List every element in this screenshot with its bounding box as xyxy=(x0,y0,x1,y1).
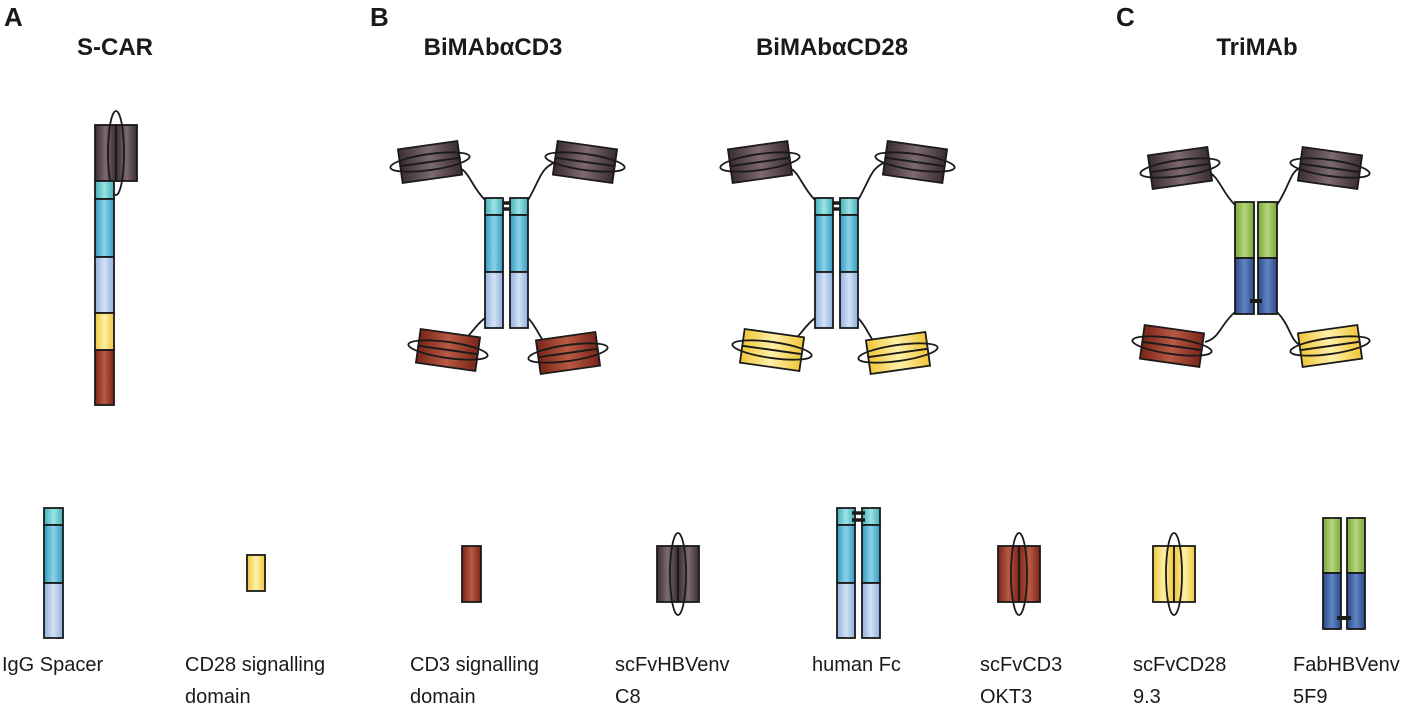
panel-b-letter: B xyxy=(370,2,389,32)
legend-label-scfv-hbv: scFvHBVenv C8 xyxy=(615,649,729,713)
legend-label-line2: 9.3 xyxy=(1133,686,1161,708)
panel-a-title: S-CAR xyxy=(77,34,153,61)
bimab-cd28-construct xyxy=(719,139,956,376)
legend-label-scfv-cd3: scFvCD3 OKT3 xyxy=(980,649,1062,713)
legend-label-line1: IgG Spacer xyxy=(2,654,104,676)
legend-cd3-signalling-symbol xyxy=(461,545,482,603)
legend-label-line2: C8 xyxy=(615,686,641,708)
legend-label-line1: scFvHBVenv xyxy=(615,654,730,676)
legend-label-line1: scFvCD28 xyxy=(1133,654,1227,676)
legend-label-igg-spacer: IgG Spacer xyxy=(2,649,103,681)
legend-human-fc-symbol xyxy=(836,507,881,639)
legend-label-fab-hbv: FabHBVenv 5F9 xyxy=(1293,649,1400,713)
legend-label-cd3-signalling: CD3 signalling domain xyxy=(410,649,539,713)
legend-label-line2: OKT3 xyxy=(980,686,1033,708)
legend-label-cd28-signalling: CD28 signalling domain xyxy=(185,649,325,713)
panel-b-title-cd3: BiMAbαCD3 xyxy=(423,34,563,61)
s-car-construct xyxy=(94,110,138,406)
legend-scfv-hbv-symbol xyxy=(656,532,700,616)
legend-label-line1: human Fc xyxy=(812,654,901,676)
bimab-cd3-construct xyxy=(389,139,626,376)
legend-label-line1: FabHBVenv xyxy=(1293,654,1400,676)
panel-c-letter: C xyxy=(1116,2,1135,32)
legend-label-line2: 5F9 xyxy=(1293,686,1328,708)
legend-label-line2: domain xyxy=(185,686,251,708)
panel-c-title: TriMAb xyxy=(1216,34,1298,61)
legend-label-scfv-cd28: scFvCD28 9.3 xyxy=(1133,649,1226,713)
legend-label-line1: CD28 signalling xyxy=(185,654,326,676)
legend-cd28-signalling-symbol xyxy=(246,554,266,592)
legend-scfv-cd3-symbol xyxy=(997,532,1041,616)
legend-igg-spacer-symbol xyxy=(43,507,64,639)
legend-scfv-cd28-symbol xyxy=(1152,532,1196,616)
panel-b-title-cd28: BiMAbαCD28 xyxy=(755,34,909,61)
legend-label-human-fc: human Fc xyxy=(812,649,901,681)
legend-label-line1: scFvCD3 xyxy=(980,654,1063,676)
legend-fab-hbv-symbol xyxy=(1322,517,1366,630)
panel-a-letter: A xyxy=(4,2,23,32)
trimab-construct xyxy=(1131,145,1371,369)
legend-label-line2: domain xyxy=(410,686,476,708)
legend-label-line1: CD3 signalling xyxy=(410,654,539,676)
